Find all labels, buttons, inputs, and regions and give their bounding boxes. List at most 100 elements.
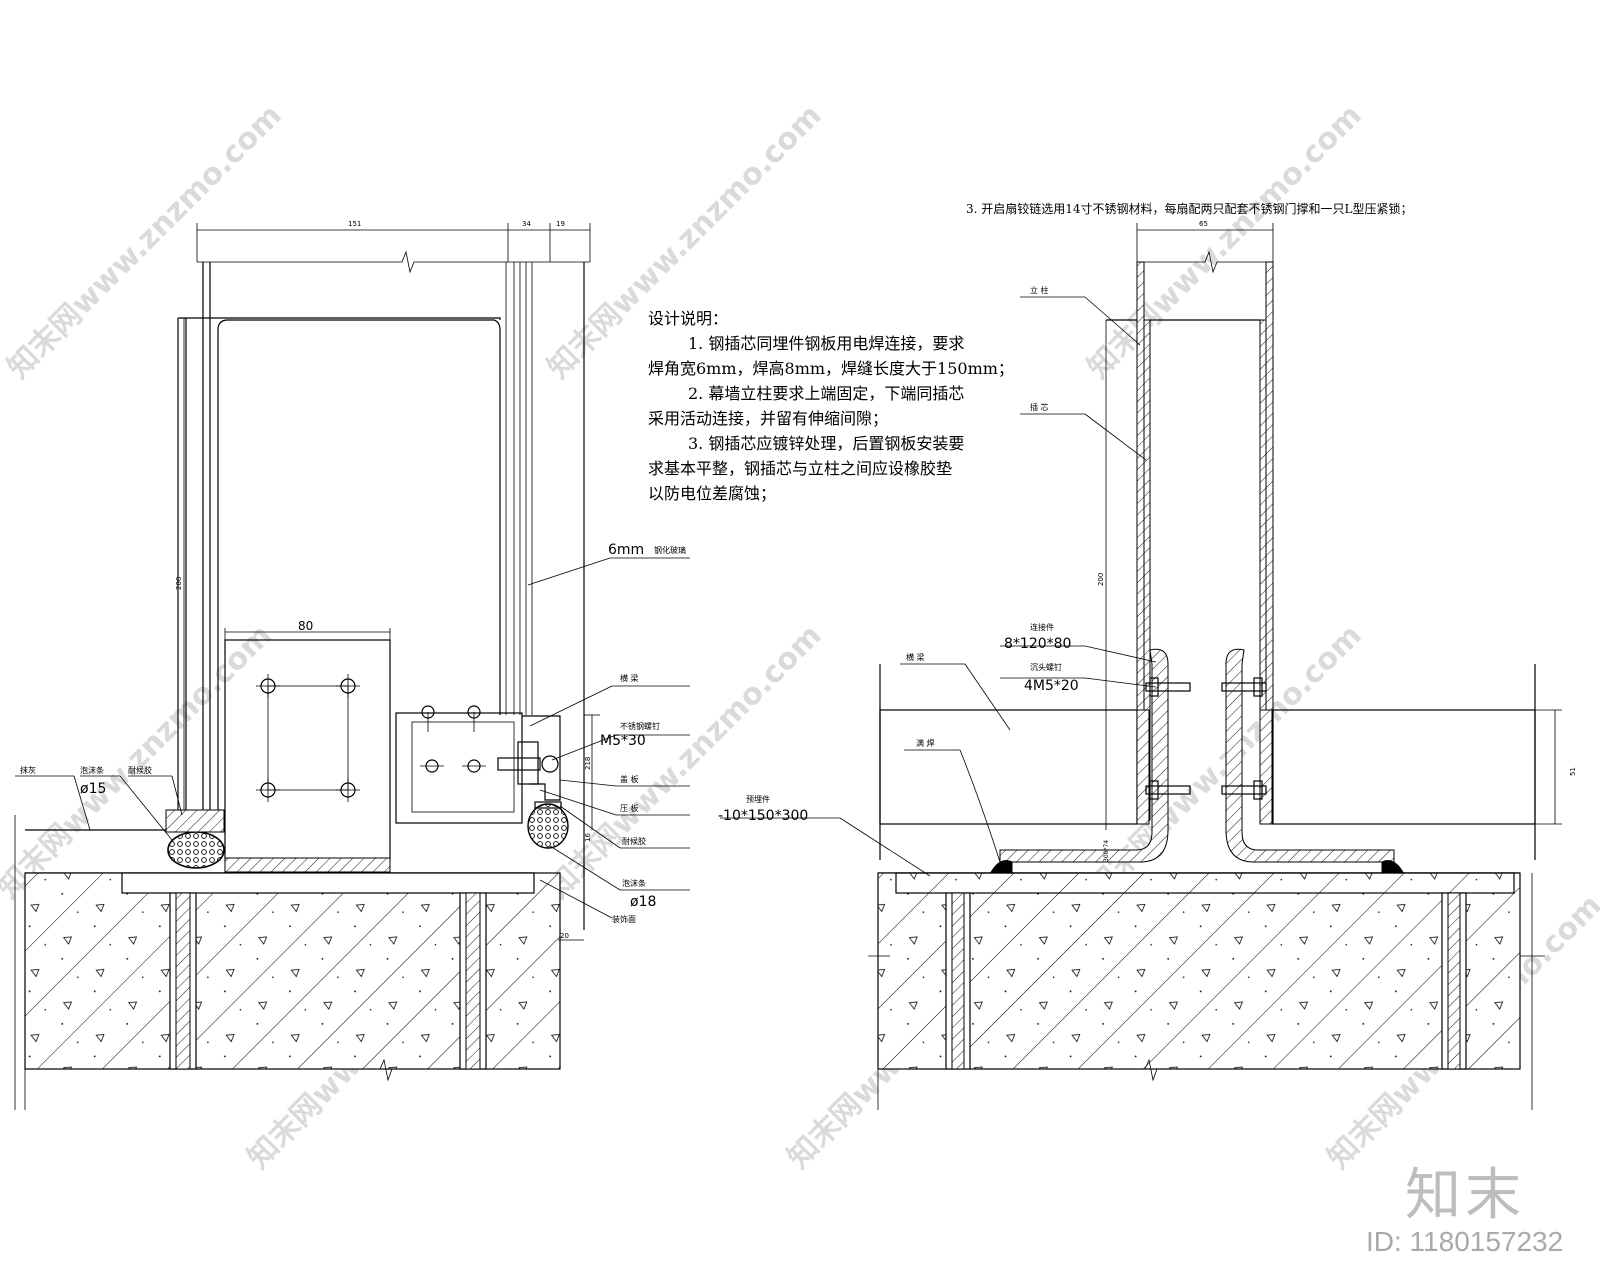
profile-inner [217, 319, 501, 830]
design-note-line: 3. 钢插芯应镀锌处理，后置钢板安装要 [688, 434, 965, 453]
screw-head-icon [541, 755, 559, 773]
leader-line [1084, 413, 1147, 461]
leader-line [1084, 296, 1141, 346]
leader-line [527, 557, 611, 586]
transom-beam [395, 712, 523, 824]
foam-rod-left [167, 831, 225, 869]
watermark-text: 知末网www.znzmo.com [1081, 618, 1369, 906]
label-glass: 6mm [608, 542, 644, 558]
cover-plate [522, 715, 561, 801]
beam-end-plate [1259, 709, 1273, 825]
label-column: 立 柱 [1030, 285, 1049, 295]
bolt-pattern-frame [267, 685, 349, 791]
profile-top [178, 317, 501, 320]
countersunk-bolt-icon [1221, 780, 1267, 800]
leader-line [964, 663, 1011, 731]
countersunk-bolt-icon [1145, 780, 1191, 800]
label-foam-right-size: ø18 [630, 894, 656, 910]
dimension-label: 218 [584, 757, 592, 770]
pressure-plate [517, 741, 539, 785]
leader-line [119, 775, 173, 841]
anchor-bolt-icon [256, 674, 280, 698]
leader-line [1084, 677, 1157, 688]
design-note-line: 采用活动连接，并留有伸缩间隙； [648, 409, 889, 428]
dimension-label: 300*74 [1103, 840, 1110, 862]
bolt-icon [420, 759, 444, 773]
anchor-rod-core [175, 892, 191, 1070]
label-bolt-size: 4M5*20 [1024, 678, 1079, 694]
brand-id-text: ID: 1180157232 [1366, 1226, 1564, 1257]
leader-line [529, 685, 613, 727]
label-connector-size: 8*120*80 [1004, 636, 1071, 652]
label-embed-size: -10*150*300 [718, 808, 808, 824]
dimension-label: 80 [298, 619, 313, 633]
transom-beam-inner [411, 721, 515, 813]
concrete-slab-right [877, 872, 1521, 1070]
bolt-icon [467, 705, 481, 732]
design-notes-title: 设计说明： [648, 309, 729, 328]
design-note-line: 1. 钢插芯同埋件钢板用电焊连接，要求 [688, 334, 965, 353]
leader-line [73, 775, 91, 831]
design-note-line: 以防电位差腐蚀； [648, 484, 777, 503]
anchor-rod-core [465, 892, 481, 1070]
leader-line [171, 775, 183, 816]
label-core: 插 芯 [1030, 402, 1049, 412]
label-screw: 不锈钢螺钉 [620, 721, 660, 731]
dimension-label: 16 [584, 833, 592, 842]
countersunk-bolt-icon [1145, 677, 1191, 697]
anchor-rod-core [951, 892, 965, 1070]
base-steel-plate [224, 857, 391, 873]
foam-rod-right [527, 803, 569, 849]
dimension-label: 20 [560, 932, 569, 940]
anchor-bolt-icon [336, 674, 360, 698]
bolt-icon [421, 705, 435, 732]
label-weld: 满 焊 [916, 738, 935, 748]
design-note-line: 求基本平整，钢插芯与立柱之间应设橡胶垫 [648, 459, 953, 478]
embedded-plate-right [895, 872, 1515, 894]
leader-line [539, 879, 613, 919]
label-foam-left: 泡沫条 [80, 765, 104, 775]
leader-line [549, 845, 621, 891]
anchor-bolt-icon [256, 778, 280, 802]
weld-bead-left [989, 860, 1013, 875]
sealant-right [534, 801, 562, 809]
label-finish: 装饰面 [612, 914, 636, 924]
label-beam: 横 梁 [620, 673, 639, 683]
watermark-text: 知末网www.znzmo.com [1, 98, 289, 386]
sealant-left [165, 809, 225, 833]
leader-line [539, 789, 617, 816]
label-sealant-right: 耐候胶 [622, 836, 646, 846]
dimension-label: 200 [1097, 573, 1105, 586]
bolt-icon [462, 759, 486, 773]
embedded-steel-plate [224, 639, 391, 861]
label-press: 压 板 [620, 803, 639, 813]
l-connector-left [999, 648, 1169, 863]
brand-logo-mark: 知末 [1405, 1163, 1525, 1228]
l-connector-right [1225, 648, 1395, 863]
dimension-label: 65 [1199, 220, 1208, 228]
label-connector: 连接件 [1030, 622, 1054, 632]
dimension-label: 51 [1569, 767, 1577, 776]
dimension-label: 200 [175, 577, 183, 590]
label-embed: 预埋件 [746, 794, 770, 804]
label-sealant-left: 耐候胶 [128, 765, 152, 775]
label-beam-right: 横 梁 [906, 652, 925, 662]
anchor-rod-core [1447, 892, 1461, 1070]
design-note-line: 2. 幕墙立柱要求上端固定，下端同插芯 [688, 384, 965, 403]
leader-line [551, 734, 617, 761]
watermark-text: 知末网www.znzmo.com [1081, 98, 1369, 386]
right-section-detail: 65 200 [718, 220, 1577, 1110]
transom-beam-right [1272, 709, 1536, 825]
leader-line [959, 749, 1001, 863]
break-line [25, 1058, 560, 1082]
break-line [1137, 250, 1273, 274]
design-note-line: 焊角宽6mm，焊高8mm，焊缝长度大于150mm； [648, 359, 1014, 378]
leader-line [559, 779, 617, 787]
dimension-label: 34 [522, 220, 531, 228]
label-floor: 抹灰 [20, 765, 36, 775]
anchor-bolt-icon [336, 778, 360, 802]
embedded-plate-top [121, 872, 535, 894]
label-screw-size: M5*30 [600, 733, 646, 749]
